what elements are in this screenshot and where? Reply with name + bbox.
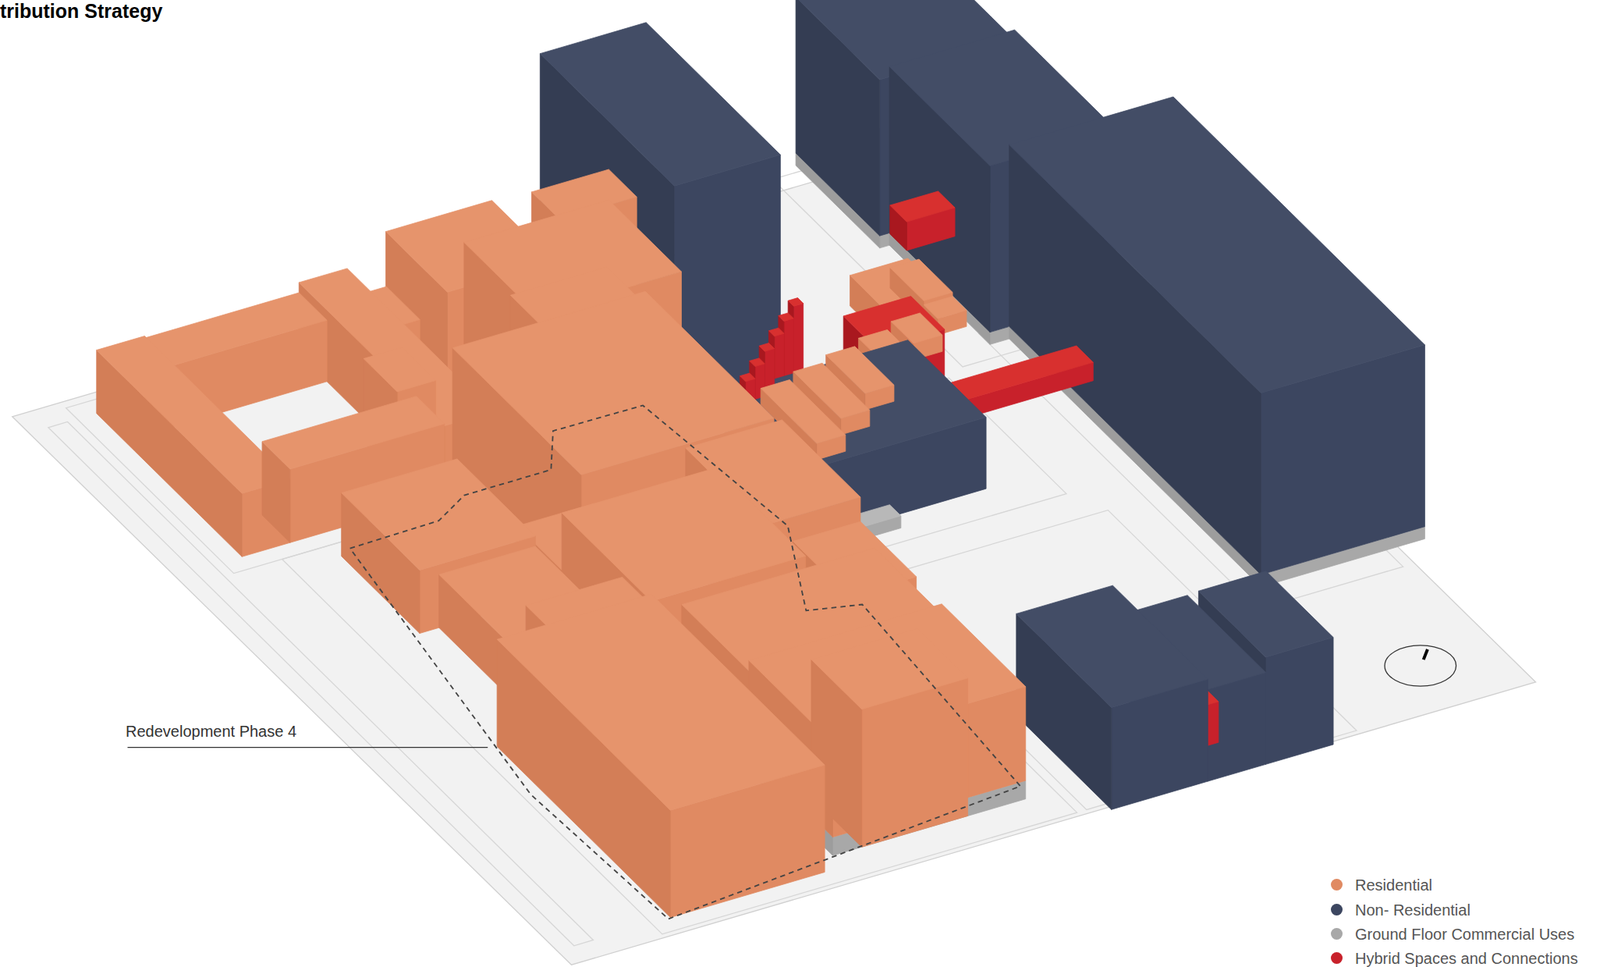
legend-swatch: [1330, 878, 1343, 891]
legend-text: Residential: [1355, 876, 1433, 894]
block-face: [749, 358, 765, 367]
block-face: [811, 627, 969, 709]
block-face: [496, 593, 825, 810]
sidewalk-outline: [282, 437, 1078, 934]
block-face: [778, 312, 794, 322]
legend-swatch: [1330, 903, 1343, 916]
block-face: [1016, 585, 1209, 707]
north-symbol: [1384, 645, 1457, 686]
block-face: [890, 312, 943, 344]
block-face: [890, 191, 955, 222]
legend-row: Ground Floor Commercial Uses: [1330, 925, 1575, 944]
diagram-title: tribution Strategy: [0, 0, 163, 23]
block-face: [96, 335, 291, 494]
block-face: [1265, 637, 1334, 765]
north-arrow: [1423, 649, 1428, 660]
legend-row: Hybrid Spaces and Connections: [1330, 949, 1579, 967]
leader-line: [127, 746, 489, 748]
block-face: [941, 345, 1094, 402]
legend-swatch: [1330, 951, 1343, 964]
block-face: [739, 372, 755, 382]
block-face: [363, 347, 436, 392]
block-face: [890, 258, 953, 301]
block-face: [262, 396, 445, 469]
block-face: [759, 343, 774, 352]
legend-text: Ground Floor Commercial Uses: [1355, 925, 1575, 943]
block-face: [341, 458, 536, 570]
block-face: [539, 22, 781, 186]
legend-row: Residential: [1330, 876, 1433, 895]
block-face: [144, 292, 327, 366]
legend-swatch: [1330, 927, 1343, 940]
phase-label: Redevelopment Phase 4: [125, 722, 297, 741]
block-face: [787, 298, 803, 307]
legend-text: Non- Residential: [1355, 901, 1471, 919]
phase-boundary: [350, 404, 1021, 919]
legend-text: Hybrid Spaces and Connections: [1355, 949, 1579, 967]
block-face: [768, 327, 784, 337]
building-blocks: [96, 0, 1426, 918]
legend-row: Non- Residential: [1330, 901, 1471, 919]
